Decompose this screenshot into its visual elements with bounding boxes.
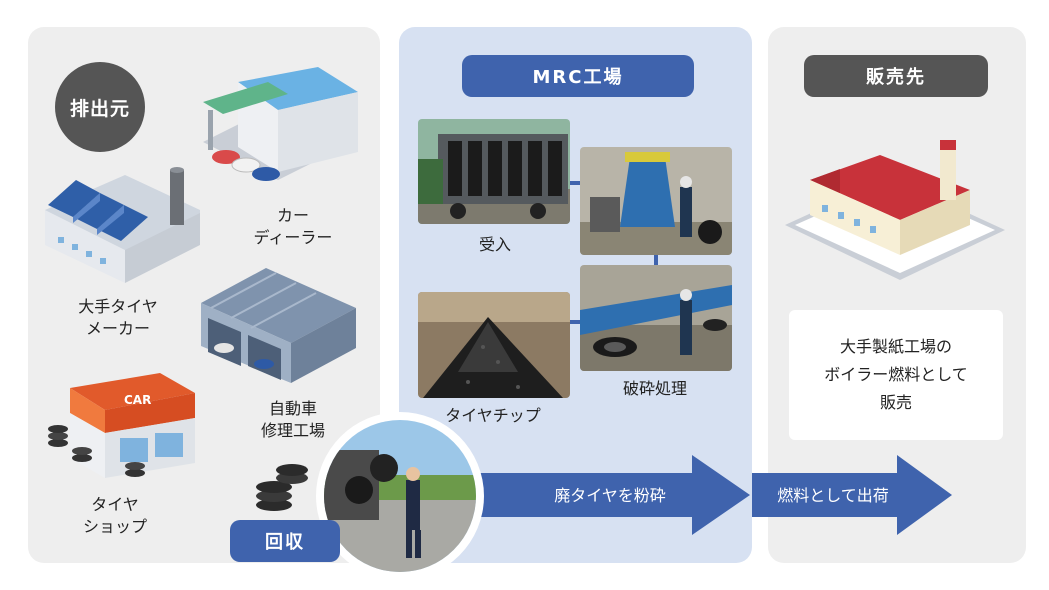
source-badge: 排出元 (55, 62, 145, 152)
shop-sign: CAR (124, 393, 151, 407)
tire-processing-photo (580, 265, 732, 371)
maker-label-line1: 大手タイヤ (78, 297, 158, 316)
receive-label: 受入 (478, 235, 511, 254)
crush-label: 破砕処理 (622, 379, 687, 398)
ship-arrow-label: 燃料として出荷 (777, 486, 889, 505)
tire-chip-photo (418, 292, 570, 398)
flow-arrow-crush (460, 455, 750, 535)
shop-label-line2: ショップ (82, 517, 147, 536)
repair-label-line1: 自動車 (268, 399, 317, 418)
dealer-label-line2: ディーラー (253, 228, 333, 247)
dealer-label-line1: カー (276, 206, 309, 225)
tire-maker-factory-icon (45, 167, 200, 283)
description-line1: 大手製紙工場の (839, 337, 952, 356)
destination-title: 販売先 (804, 55, 988, 97)
collect-badge: 回収 (230, 520, 340, 562)
chip-label: タイヤチップ (445, 406, 541, 425)
tire-stack-icon (256, 464, 308, 511)
connector (654, 255, 658, 265)
connector (570, 320, 580, 324)
receiving-photo (418, 119, 570, 224)
maker-label-line2: メーカー (85, 319, 150, 338)
car-dealer-icon (203, 67, 358, 181)
description-line2: ボイラー燃料として (824, 365, 968, 384)
crusher-machine-photo (580, 147, 732, 255)
description-line3: 販売 (879, 393, 912, 412)
connector (570, 181, 580, 185)
destination-description: 大手製紙工場の ボイラー燃料として 販売 (789, 310, 1003, 440)
crush-arrow-label: 廃タイヤを粉砕 (554, 486, 666, 505)
factory-title: MRC工場 (462, 55, 694, 97)
tire-shop-icon: CAR (48, 373, 195, 478)
collection-photo (316, 412, 484, 580)
repair-garage-icon (201, 268, 356, 383)
flow-arrow-ship (752, 455, 952, 535)
paper-mill-factory-icon (785, 140, 1005, 280)
shop-label-line1: タイヤ (91, 495, 139, 514)
repair-label-line2: 修理工場 (260, 421, 325, 440)
